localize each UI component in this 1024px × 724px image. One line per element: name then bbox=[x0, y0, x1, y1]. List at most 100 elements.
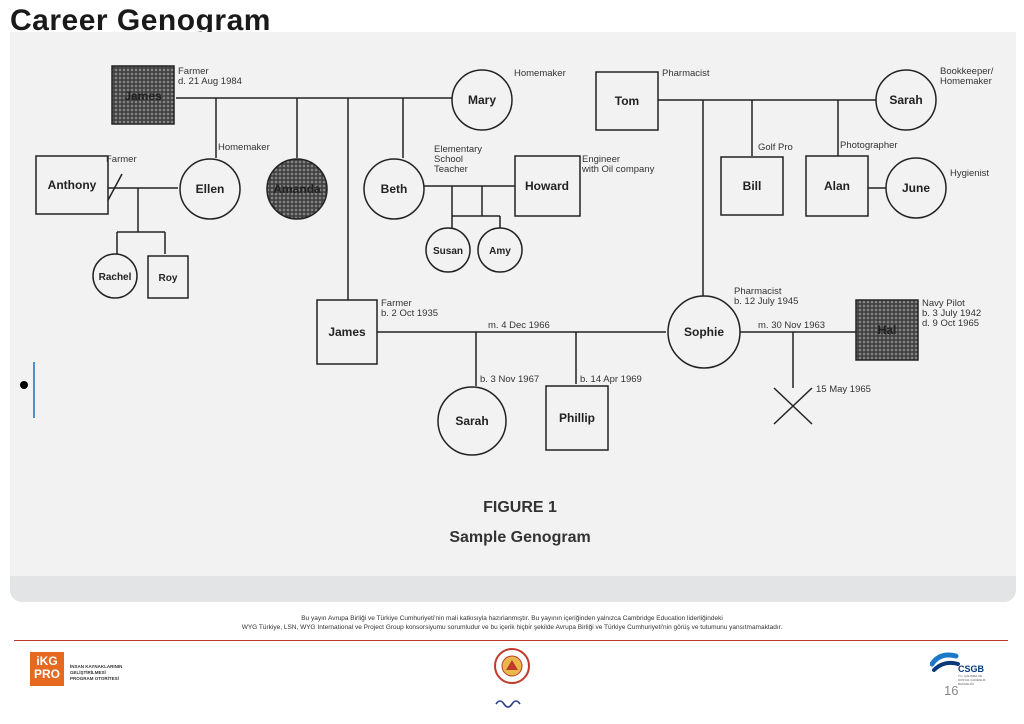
name-tom: Tom bbox=[615, 94, 639, 108]
name-anthony: Anthony bbox=[48, 178, 97, 192]
page-number: 16 bbox=[944, 683, 959, 698]
person-beth bbox=[363, 158, 425, 220]
name-howard: Howard bbox=[525, 179, 569, 193]
name-alan: Alan bbox=[824, 179, 850, 193]
person-amy bbox=[477, 227, 523, 273]
image-bottom-strip bbox=[10, 576, 1016, 602]
name-roy: Roy bbox=[159, 273, 178, 284]
person-roy bbox=[147, 255, 189, 299]
note-line: with Oil company bbox=[581, 164, 655, 175]
person-hal bbox=[855, 299, 919, 361]
slide-title: Career Genogram bbox=[10, 4, 271, 37]
ikg-logo-bottom: PRO bbox=[33, 667, 60, 681]
note-bill: Golf Pro bbox=[758, 142, 793, 153]
note-june: Hygienist bbox=[950, 168, 989, 179]
wave-logo-icon bbox=[495, 700, 521, 708]
name-beth: Beth bbox=[381, 182, 408, 196]
note-tom: Pharmacist bbox=[662, 68, 710, 79]
note-ellen: Homemaker bbox=[218, 142, 270, 153]
person-susan bbox=[425, 227, 471, 273]
note-line: d. 9 Oct 1965 bbox=[922, 318, 979, 329]
name-amanda: Amanda bbox=[273, 182, 321, 196]
ikg-logo-text: İNSAN KAYNAKLARININ GELİŞTİRİLMESİ PROGR… bbox=[70, 664, 123, 681]
name-sophie: Sophie bbox=[684, 325, 724, 339]
name-sarah-daughter: Sarah bbox=[455, 414, 488, 428]
person-james-grandfather bbox=[111, 65, 175, 125]
person-sarah-grandmother bbox=[875, 69, 937, 131]
name-sarah-grandmother: Sarah bbox=[889, 93, 922, 107]
note-mary: Homemaker bbox=[514, 68, 566, 79]
person-phillip bbox=[545, 385, 609, 451]
note-line: Pharmacist bbox=[734, 286, 782, 297]
csgb-logo-subtext: T.C. ÇALIŞMA VE SOSYAL GÜVENLİK BAKANLIĞ… bbox=[958, 674, 986, 686]
name-hal: Hal bbox=[878, 323, 897, 337]
person-ellen bbox=[179, 158, 241, 220]
note-anthony: Farmer bbox=[106, 154, 137, 165]
genogram-image: James Mary Tom Sarah Anthony Ellen Amand… bbox=[10, 32, 1016, 602]
csgb-logo-icon bbox=[930, 652, 960, 672]
note-line: Farmer bbox=[381, 298, 412, 309]
person-mary bbox=[451, 69, 513, 131]
person-james-father bbox=[316, 299, 378, 365]
footer-disclaimer-line2: WYG Türkiye, LSN, WYG International ve P… bbox=[241, 624, 783, 631]
genogram-lines bbox=[105, 97, 886, 425]
name-ellen: Ellen bbox=[196, 182, 225, 196]
name-amy: Amy bbox=[489, 246, 511, 257]
footer-rule bbox=[14, 640, 1008, 641]
note-sarah-grandmother: Bookkeeper/Homemaker bbox=[940, 66, 994, 87]
figure-label: FIGURE 1 bbox=[483, 499, 557, 516]
note-line: Engineer bbox=[582, 154, 620, 165]
person-alan bbox=[805, 155, 869, 217]
ikg-pro-logo: iKG PRO bbox=[30, 652, 64, 686]
person-sophie bbox=[667, 295, 741, 369]
event-marriage-2: m. 30 Nov 1963 bbox=[758, 320, 825, 331]
note-alan: Photographer bbox=[840, 140, 898, 151]
name-james-father: James bbox=[328, 325, 366, 339]
note-line: School bbox=[434, 154, 463, 165]
person-tom bbox=[595, 71, 659, 131]
person-rachel bbox=[92, 253, 138, 299]
figure-caption: Sample Genogram bbox=[449, 529, 590, 546]
name-rachel: Rachel bbox=[99, 272, 132, 283]
note-line: Navy Pilot bbox=[922, 298, 965, 309]
name-susan: Susan bbox=[433, 246, 463, 257]
bullet-point bbox=[20, 381, 28, 389]
event-marriage-1: m. 4 Dec 1966 bbox=[488, 320, 550, 331]
note-phillip: b. 14 Apr 1969 bbox=[580, 374, 642, 385]
note-line: d. 21 Aug 1984 bbox=[178, 76, 242, 87]
note-line: b. 12 July 1945 bbox=[734, 296, 798, 307]
note-line: Homemaker bbox=[940, 76, 992, 87]
note-line: b. 3 July 1942 bbox=[922, 308, 981, 319]
person-bill bbox=[720, 156, 784, 216]
footer-disclaimer-line1: Bu yayın Avrupa Birliği ve Türkiye Cumhu… bbox=[301, 615, 723, 622]
person-sarah-daughter bbox=[437, 386, 507, 456]
name-phillip: Phillip bbox=[559, 411, 595, 425]
text-cursor bbox=[33, 362, 35, 418]
person-anthony bbox=[35, 155, 109, 215]
note-line: Teacher bbox=[434, 164, 468, 175]
note-line: Bookkeeper/ bbox=[940, 66, 994, 77]
name-mary: Mary bbox=[468, 93, 496, 107]
name-james-grandfather: James bbox=[124, 89, 162, 103]
name-june: June bbox=[902, 181, 930, 195]
genogram-diagram: James Mary Tom Sarah Anthony Ellen Amand… bbox=[35, 65, 994, 546]
note-sarah-daughter: b. 3 Nov 1967 bbox=[480, 374, 539, 385]
note-line: Farmer bbox=[178, 66, 209, 77]
name-bill: Bill bbox=[743, 179, 762, 193]
note-line: b. 2 Oct 1935 bbox=[381, 308, 438, 319]
event-death-child: 15 May 1965 bbox=[816, 384, 871, 395]
person-howard bbox=[514, 155, 581, 217]
person-june bbox=[885, 157, 947, 219]
ministry-emblem-icon bbox=[494, 648, 530, 684]
person-amanda bbox=[266, 158, 328, 220]
ikg-logo-top: iKG bbox=[36, 654, 58, 668]
csgb-logo-label: CSGB bbox=[958, 664, 985, 674]
note-line: Elementary bbox=[434, 144, 482, 155]
genogram-shapes bbox=[35, 65, 947, 456]
